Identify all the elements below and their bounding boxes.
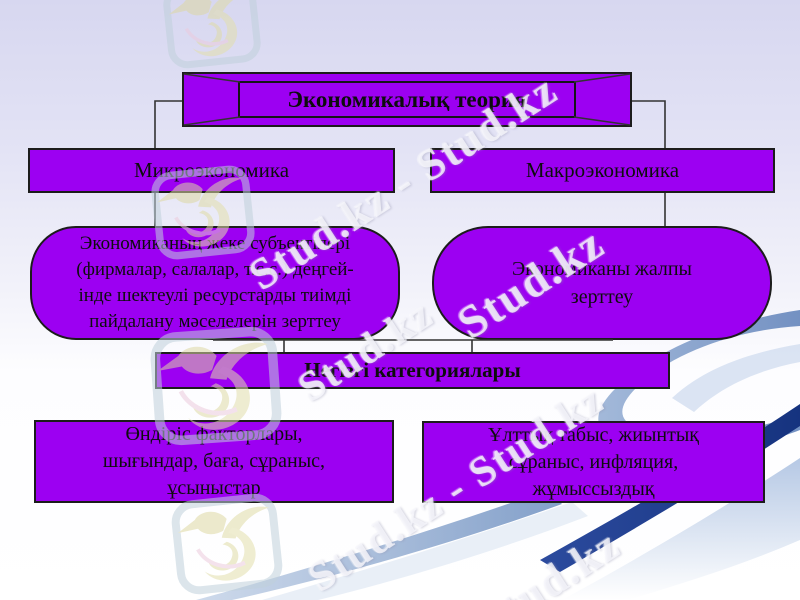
node-economic-theory-frame: Экономикалық теория [238,81,576,118]
node-main-categories-label: Негізгі категориялары [304,358,521,382]
studkz-bird-logo-icon [145,160,260,266]
node-macroeconomics-label: Макроэкономика [525,158,680,182]
node-macro-description: Экономиканы жалпы зерттеу [432,226,772,340]
watermark-text: Stud.kz [470,519,629,600]
node-macro-description-text: Экономиканы жалпы зерттеу [511,258,692,308]
node-macro-categories-text: Ұлттық табыс, жиынтық сұраныс, инфляция,… [488,423,699,500]
studkz-bird-logo-icon [163,488,291,600]
studkz-bird-logo-icon [139,321,293,451]
watermark-text: Stud.kz [448,216,614,349]
node-macroeconomics: Макроэкономика [430,148,775,193]
node-macro-categories: Ұлттық табыс, жиынтық сұраныс, инфляция,… [422,421,765,503]
node-micro-description: Экономиканың жеке субъектілері (фирмалар… [30,226,400,340]
node-economic-theory-label: Экономикалық теория [287,86,527,112]
watermark-text: Stud.kz [290,290,442,412]
node-micro-description-text: Экономиканың жеке субъектілері (фирмалар… [76,233,354,332]
node-economic-theory: Экономикалық теория [182,72,632,127]
studkz-bird-logo-icon [157,0,266,75]
